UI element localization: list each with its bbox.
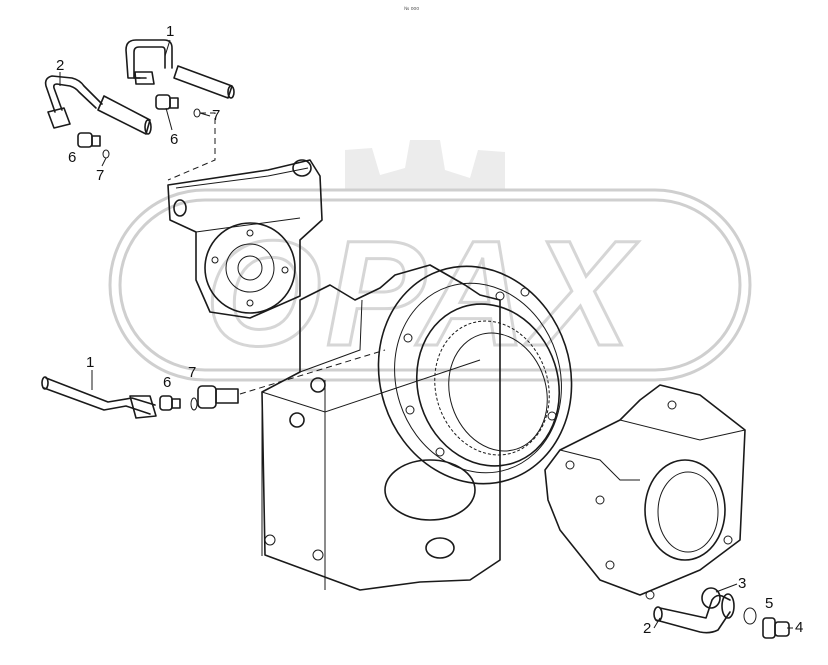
watermark-logo: OPAX <box>108 140 752 382</box>
header-mark: № ooo <box>404 6 419 12</box>
callout-5-bottom: 5 <box>765 595 773 612</box>
watermark-text: OPAX <box>205 209 639 377</box>
ring-gear <box>377 265 573 485</box>
washer-5 <box>743 607 757 625</box>
callout-6-top-right: 6 <box>170 131 178 148</box>
callout-1-mid: 1 <box>86 354 94 371</box>
callout-1-top: 1 <box>166 23 174 40</box>
callout-7-top-left: 7 <box>96 167 104 184</box>
fitting-top-right <box>155 94 216 181</box>
callout-2-bottom: 2 <box>643 620 651 637</box>
side-cover <box>544 384 746 600</box>
fitting-top-left <box>77 132 110 159</box>
pipe-top-2 <box>44 75 152 135</box>
callout-7-mid: 7 <box>188 364 196 381</box>
seal-3 <box>701 587 721 609</box>
pipe-top-1 <box>125 39 235 99</box>
callout-3-bottom: 3 <box>738 575 746 592</box>
callout-2-top: 2 <box>56 57 64 74</box>
callout-6-top-left: 6 <box>68 149 76 166</box>
fitting-mid <box>159 349 386 411</box>
callout-6-mid: 6 <box>163 374 171 391</box>
pipe-mid-1 <box>41 376 157 419</box>
main-housing <box>261 264 501 591</box>
callout-7-top-right: 7 <box>212 107 220 124</box>
pipe-bottom-2 <box>653 593 735 634</box>
plug-4 <box>762 617 790 639</box>
valve-block <box>167 159 323 319</box>
callout-4-bottom: 4 <box>795 619 803 636</box>
